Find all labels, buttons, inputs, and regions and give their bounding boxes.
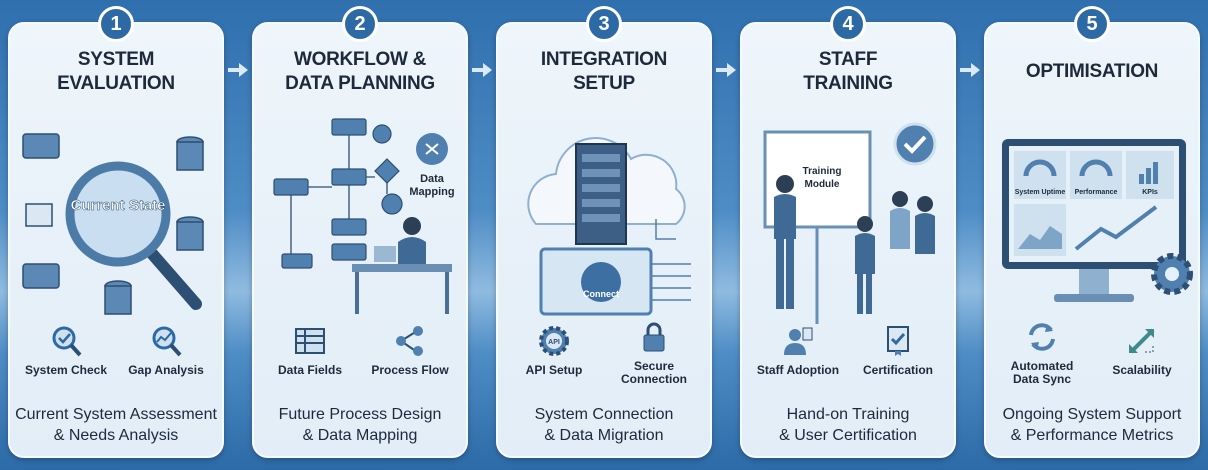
title-line: SYSTEM bbox=[77, 49, 155, 70]
step-card-2: 2 WORKFLOW & DATA PLANNING Data Mapping D… bbox=[252, 6, 468, 458]
title-line: SETUP bbox=[573, 73, 635, 94]
desc-line: & Data Migration bbox=[544, 427, 664, 444]
step-description: Hand-on Training & User Certification bbox=[742, 404, 954, 446]
process-flow-icon bbox=[396, 326, 423, 356]
desc-line: & User Certification bbox=[779, 427, 917, 444]
illustration-label: Current State bbox=[70, 197, 165, 214]
step-card-5: 5 OPTIMISATION System Uptime Performance… bbox=[984, 6, 1200, 458]
system-evaluation-illustration: Current State bbox=[22, 133, 204, 315]
title-line: DATA PLANNING bbox=[285, 73, 435, 94]
scale-arrows-icon bbox=[1129, 328, 1155, 354]
step-description: Current System Assessment & Needs Analysi… bbox=[10, 404, 222, 446]
feature-label: Scalability bbox=[1112, 363, 1172, 377]
title-line: WORKFLOW & bbox=[293, 49, 427, 70]
step-title: OPTIMISATION bbox=[986, 60, 1198, 84]
feature-label: API Setup bbox=[525, 363, 583, 377]
magnifier-check-icon bbox=[52, 326, 82, 357]
step-description: Future Process Design & Data Mapping bbox=[254, 404, 466, 446]
feature-label: Connection bbox=[621, 372, 687, 386]
training-illustration: Training Module bbox=[763, 122, 937, 324]
arrow-right-icon bbox=[716, 63, 736, 77]
workflow-illustration: Data Mapping bbox=[273, 118, 455, 314]
user-badge-icon bbox=[784, 327, 813, 355]
step-card-1: 1 SYSTEM EVALUATION Current State System … bbox=[8, 6, 224, 458]
step-title: WORKFLOW & DATA PLANNING bbox=[254, 48, 466, 96]
desc-line: & Performance Metrics bbox=[1010, 427, 1174, 444]
table-icon bbox=[295, 328, 325, 354]
feature-label: Staff Adoption bbox=[756, 363, 840, 377]
optimisation-dashboard-illustration: System Uptime Performance KPIs bbox=[1002, 139, 1193, 302]
dashboard-label: System Uptime bbox=[1015, 189, 1066, 196]
desc-line: Hand-on Training bbox=[786, 406, 910, 423]
step-description: System Connection & Data Migration bbox=[498, 404, 710, 446]
feature-label: Data Sync bbox=[1012, 372, 1072, 386]
title-line: TRAINING bbox=[803, 73, 893, 94]
step-title: STAFF TRAINING bbox=[742, 48, 954, 96]
step-number: 4 bbox=[830, 6, 866, 42]
feature-system-check: System Check bbox=[16, 324, 116, 377]
desc-line: System Connection bbox=[534, 406, 674, 423]
sync-icon bbox=[1029, 323, 1055, 351]
feature-gap-analysis: Gap Analysis bbox=[116, 324, 216, 377]
dashboard-label: Performance bbox=[1075, 189, 1118, 196]
lock-icon bbox=[643, 322, 665, 352]
step-title: SYSTEM EVALUATION bbox=[10, 48, 222, 96]
step-title: INTEGRATION SETUP bbox=[498, 48, 710, 96]
desc-line: & Needs Analysis bbox=[53, 427, 179, 444]
desc-line: Future Process Design bbox=[278, 406, 442, 423]
desc-line: Ongoing System Support bbox=[1002, 406, 1182, 423]
integration-illustration: Connect bbox=[527, 137, 691, 316]
feature-label: Automated bbox=[1010, 359, 1074, 373]
title-line: OPTIMISATION bbox=[1025, 61, 1159, 82]
illustration-label: Data bbox=[420, 173, 445, 185]
svg-text:API: API bbox=[548, 339, 560, 346]
feature-label: Gap Analysis bbox=[128, 363, 204, 377]
step-card-4: 4 STAFF TRAINING Training Module Staff Ad… bbox=[740, 6, 956, 458]
feature-scalability: Scalability bbox=[1092, 324, 1192, 377]
dashboard-label: KPIs bbox=[1142, 189, 1158, 196]
feature-data-fields: Data Fields bbox=[260, 324, 360, 377]
magnifier-chart-icon bbox=[152, 326, 182, 357]
feature-label: System Check bbox=[24, 363, 108, 377]
step-number: 2 bbox=[342, 6, 378, 42]
feature-label: Certification bbox=[862, 363, 933, 377]
arrow-right-icon bbox=[472, 63, 492, 77]
desc-line: & Data Mapping bbox=[302, 427, 418, 444]
feature-staff-adoption: Staff Adoption bbox=[748, 324, 848, 377]
certificate-icon bbox=[887, 326, 909, 356]
step-card-3: 3 INTEGRATION SETUP Connect API API Setup… bbox=[496, 6, 712, 458]
title-line: INTEGRATION bbox=[540, 49, 668, 70]
step-number: 5 bbox=[1074, 6, 1110, 42]
feature-label: Process Flow bbox=[371, 363, 449, 377]
title-line: STAFF bbox=[818, 49, 878, 70]
feature-certification: Certification bbox=[848, 324, 948, 377]
title-line: EVALUATION bbox=[57, 73, 175, 94]
feature-label: Secure bbox=[633, 359, 675, 373]
arrow-right-icon bbox=[228, 63, 248, 77]
illustration-label: Mapping bbox=[409, 186, 454, 198]
illustration-label: Module bbox=[805, 179, 840, 190]
illustration-label: Training bbox=[803, 166, 842, 177]
api-gear-icon: API bbox=[539, 326, 569, 356]
desc-line: Current System Assessment bbox=[15, 406, 217, 423]
arrow-right-icon bbox=[960, 63, 980, 77]
feature-label: Data Fields bbox=[277, 363, 343, 377]
step-description: Ongoing System Support & Performance Metr… bbox=[986, 404, 1198, 446]
feature-process-flow: Process Flow bbox=[360, 324, 460, 377]
illustration-label: Connect bbox=[583, 289, 619, 299]
step-number: 1 bbox=[98, 6, 134, 42]
step-number: 3 bbox=[586, 6, 622, 42]
feature-api-setup: API API Setup bbox=[504, 324, 604, 377]
